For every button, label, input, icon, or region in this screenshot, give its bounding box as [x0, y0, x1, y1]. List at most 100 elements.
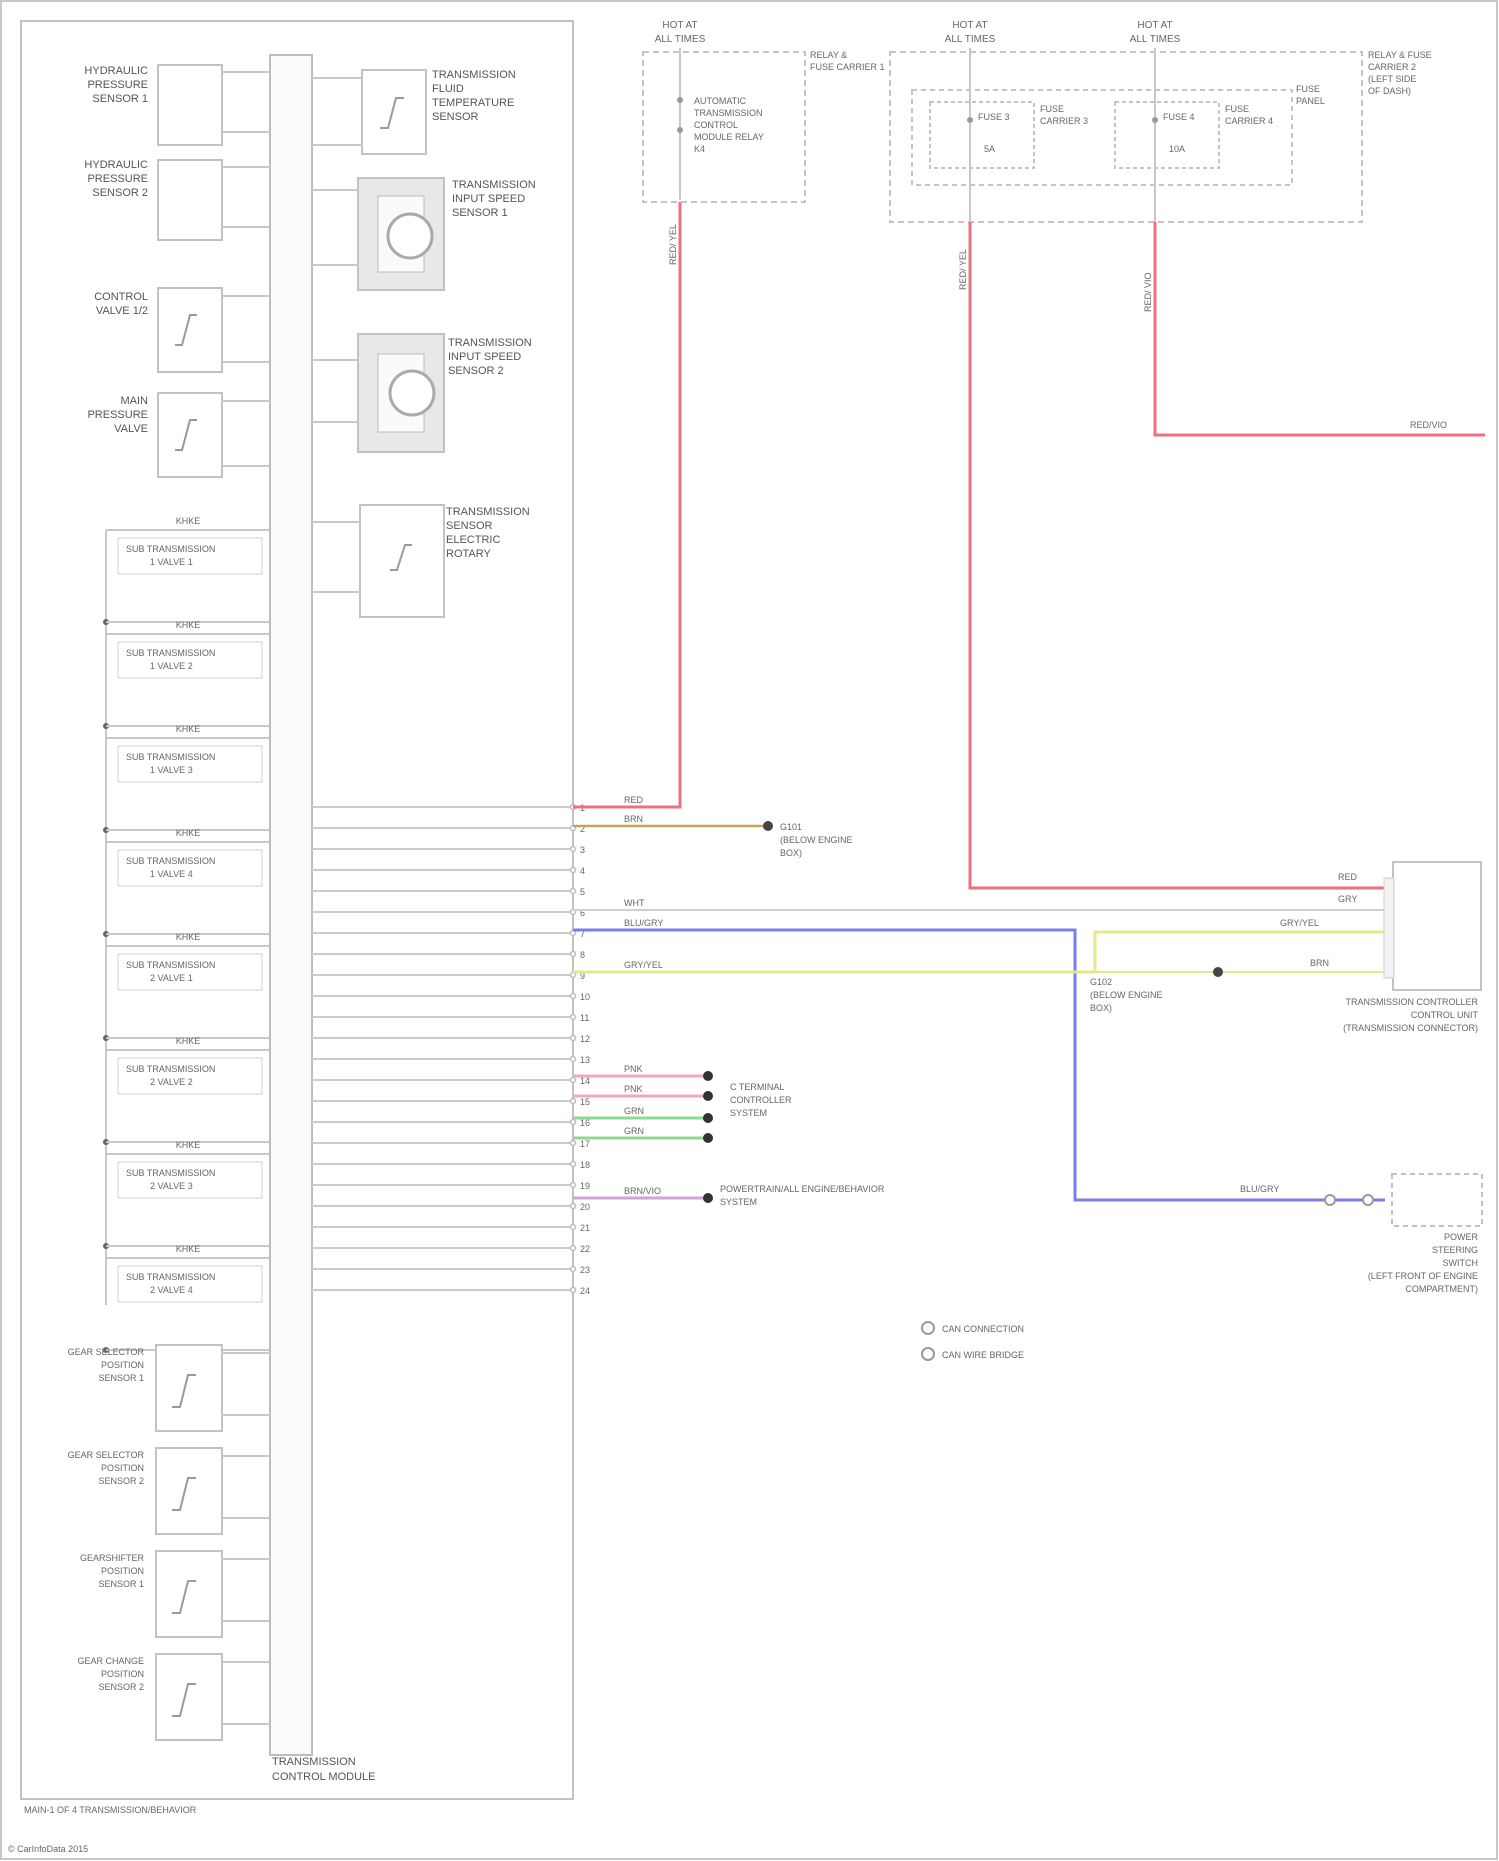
wire-red-2: RED/ YEL — [958, 222, 1384, 888]
left-components-2-name-0-text: CONTROL — [94, 291, 148, 303]
pin-wires-5-label-text: PNK — [624, 1064, 643, 1074]
right-dest-power-steering-2-text: SWITCH — [1443, 1258, 1479, 1268]
right-components-2-name-1-text: INPUT SPEED — [448, 351, 521, 363]
relay-box-right-fuse-b-amps-text: 10A — [1169, 144, 1185, 154]
relay-box-right-title-3-text: OF DASH) — [1368, 86, 1411, 96]
powertrain-destination: POWERTRAIN/ALL ENGINE/BEHAVIOR SYSTEM — [720, 1184, 885, 1207]
fuse-source-3: HOT AT ALL TIMES — [1130, 20, 1181, 45]
legend-can-bridge: CAN WIRE BRIDGE — [942, 1350, 1024, 1360]
lower-sensors-3-name-0-text: GEAR CHANGE — [77, 1656, 144, 1666]
pin-wire-5: GRY/YEL — [624, 960, 663, 970]
solenoid-valves-3-name-1-text: 1 VALVE 4 — [150, 869, 193, 879]
lower-sensors-2-name-1-text: POSITION — [101, 1566, 144, 1576]
pin-wires-8-label-text: GRN — [624, 1126, 644, 1136]
relay-box-right-fuse-a-name-text: FUSE 3 — [978, 112, 1010, 122]
wire-top-labels-w1-text: RED/ YEL — [668, 224, 678, 265]
right-dest-tr-wires-1-text: GRY — [1338, 894, 1357, 904]
wire-top-labels-w3-text: RED/ VIO — [1143, 272, 1153, 312]
solenoid-valves-5-name-1-text: 2 VALVE 2 — [150, 1077, 193, 1087]
footer-caption: MAIN-1 OF 4 TRANSMISSION/BEHAVIOR — [24, 1805, 197, 1815]
left-components-1-name-0-text: HYDRAULIC — [84, 159, 148, 171]
can-destination: C TERMINAL CONTROLLER SYSTEM — [730, 1082, 792, 1118]
relay-box-right-title-1-text: CARRIER 2 — [1368, 62, 1416, 72]
right-dest-tr-connector-0-text: TRANSMISSION CONTROLLER — [1345, 997, 1478, 1007]
legend: CAN CONNECTION CAN WIRE BRIDGE — [922, 1322, 1024, 1360]
relay-box-left-content-2-text: CONTROL — [694, 120, 738, 130]
pin-number-20: 20 — [580, 1202, 590, 1212]
solenoid-valves-1-top-text: KHKE — [176, 620, 201, 630]
pin-wire-3: WHT — [624, 898, 645, 908]
right-dest-g2-2-text: BOX) — [1090, 1003, 1112, 1013]
right-component-4: TRANSMISSION SENSOR ELECTRIC ROTARY — [312, 505, 530, 617]
solenoid-valves-3-name-0-text: SUB TRANSMISSION — [126, 856, 215, 866]
right-components-3-name-0-text: TRANSMISSION — [446, 506, 530, 518]
fuse-sources-2-line1-text: HOT AT — [1137, 20, 1172, 31]
right-components-0-name-2-text: TEMPERATURE — [432, 97, 514, 109]
solenoid-valves-0-top-text: KHKE — [176, 516, 201, 526]
left-component-3: CONTROL VALVE 1/2 — [94, 288, 270, 372]
right-dest-can-0-text: C TERMINAL — [730, 1082, 784, 1092]
right-dest-g2-0-text: G102 — [1090, 977, 1112, 987]
solenoid-valve-4: KHKESUB TRANSMISSION1 VALVE 4 — [103, 828, 270, 937]
right-dest-g1-0-text: G101 — [780, 822, 802, 832]
relay-box-left-title-0-text: RELAY & — [810, 50, 847, 60]
right-component-1: TRANSMISSION FLUID TEMPERATURE SENSOR — [312, 69, 516, 154]
solenoid-valves-5-top-text: KHKE — [176, 1036, 201, 1046]
wire-yellow — [573, 932, 1384, 972]
solenoid-valves-2-top-text: KHKE — [176, 724, 201, 734]
right-dest-tr-connector-1-text: CONTROL UNIT — [1411, 1010, 1479, 1020]
right-dest-pwr-1-text: SYSTEM — [720, 1197, 757, 1207]
legend-can-connection: CAN CONNECTION — [942, 1324, 1024, 1334]
module-label-2: CONTROL MODULE — [272, 1771, 376, 1783]
solenoid-valves-6-name-1-text: 2 VALVE 3 — [150, 1181, 193, 1191]
left-components-3-name-0-text: MAIN — [121, 395, 149, 407]
solenoid-valves-0-name-0-text: SUB TRANSMISSION — [126, 544, 215, 554]
relay-box-right-fuse-b-carrier-0-text: FUSE — [1225, 104, 1249, 114]
left-component-2: HYDRAULIC PRESSURE SENSOR 2 — [84, 159, 270, 240]
pin-number-10: 10 — [580, 992, 590, 1002]
right-components-2-name-0-text: TRANSMISSION — [448, 337, 532, 349]
relay-box-right-fuse-a-carrier-1-text: CARRIER 3 — [1040, 116, 1088, 126]
pin-numbers: 123456789101112131415161718192021222324 — [580, 803, 590, 1296]
lower-sensors-1-name-0-text: GEAR SELECTOR — [68, 1450, 145, 1460]
right-dest-can-2-text: SYSTEM — [730, 1108, 767, 1118]
right-component-3: TRANSMISSION INPUT SPEED SENSOR 2 — [312, 334, 532, 452]
lower-sensors-0-name-1-text: POSITION — [101, 1360, 144, 1370]
lower-sensors-3-name-2-text: SENSOR 2 — [98, 1682, 144, 1692]
pin-number-15: 15 — [580, 1097, 590, 1107]
connector-rails — [312, 805, 576, 1293]
solenoid-valves-6-top-text: KHKE — [176, 1140, 201, 1150]
solenoid-valves-2-name-0-text: SUB TRANSMISSION — [126, 752, 215, 762]
pin-number-22: 22 — [580, 1244, 590, 1254]
right-components-2-name-2-text: SENSOR 2 — [448, 365, 504, 377]
fuse-sources-0-line2-text: ALL TIMES — [655, 34, 706, 45]
pin-wire-6: PNK — [573, 1064, 713, 1081]
pin-number-8: 8 — [580, 950, 585, 960]
solenoid-valves-1-name-1-text: 1 VALVE 2 — [150, 661, 193, 671]
pin-wires-4-label-text: GRY/YEL — [624, 960, 663, 970]
relay-box-left-content-1-text: TRANSMISSION — [694, 108, 763, 118]
relay-box-right-fuse-a-amps-text: 5A — [984, 144, 995, 154]
right-components-3-name-2-text: ELECTRIC — [446, 534, 500, 546]
right-dest-tr-wires-0-text: RED — [1338, 872, 1358, 882]
relay-box-left-content-0-text: AUTOMATIC — [694, 96, 747, 106]
pin-wires-3-label-text: BLU/GRY — [624, 918, 663, 928]
pin-number-23: 23 — [580, 1265, 590, 1275]
solenoid-valves-4-name-1-text: 2 VALVE 1 — [150, 973, 193, 983]
solenoid-valves-7-top-text: KHKE — [176, 1244, 201, 1254]
pin-wires-2-label-text: WHT — [624, 898, 645, 908]
lower-sensor-3: GEARSHIFTERPOSITIONSENSOR 1 — [80, 1551, 270, 1637]
module-bus — [270, 55, 312, 1755]
right-dest-power-steering-4-text: COMPARTMENT) — [1405, 1284, 1478, 1294]
solenoid-valves-4-top-text: KHKE — [176, 932, 201, 942]
left-components-1-name-1-text: PRESSURE — [87, 173, 148, 185]
relay-box-left-content-3-text: MODULE RELAY — [694, 132, 764, 142]
left-components-0-name-2-text: SENSOR 1 — [92, 93, 148, 105]
pin-wire-8: GRN — [573, 1106, 713, 1123]
wire-red-1: RED/ YEL — [573, 202, 680, 807]
solenoid-valves-4-name-0-text: SUB TRANSMISSION — [126, 960, 215, 970]
right-components-0-name-1-text: FLUID — [432, 83, 464, 95]
